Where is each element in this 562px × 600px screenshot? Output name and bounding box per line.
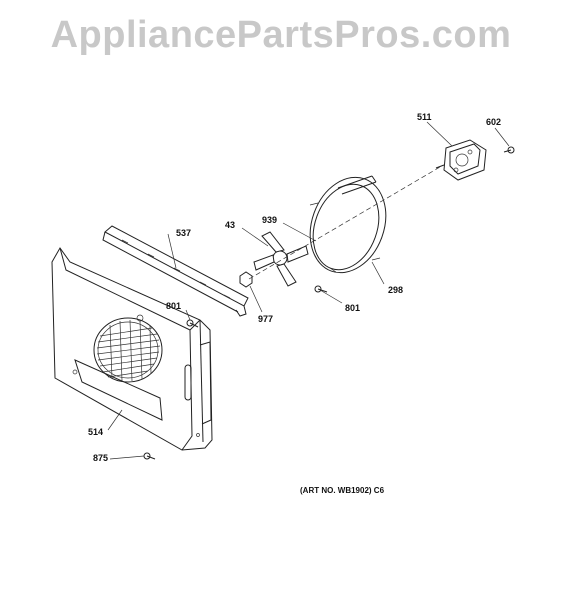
art-number: (ART NO. WB1902) C6: [300, 486, 385, 495]
label-537: 537: [176, 228, 192, 238]
label-602: 602: [486, 117, 502, 127]
label-801-right: 801: [345, 303, 361, 313]
assembly-axis-line: [248, 166, 441, 280]
screw-875: [143, 452, 156, 460]
fan-blade: [253, 231, 309, 287]
leader-lines: [107, 121, 510, 460]
label-939: 939: [262, 215, 278, 225]
watermark-logo: AppliancePartsPros.com: [50, 14, 512, 56]
label-801-left: 801: [166, 301, 182, 311]
screw-801-right: [314, 285, 328, 293]
label-511: 511: [417, 112, 432, 122]
label-298: 298: [388, 285, 404, 295]
label-875: 875: [93, 453, 109, 463]
rear-cover-panel: [51, 247, 213, 451]
convection-fan-motor: [435, 139, 487, 181]
label-977: 977: [258, 314, 274, 324]
screw-602: [503, 146, 515, 154]
label-43: 43: [225, 220, 236, 230]
label-514: 514: [88, 427, 104, 437]
hex-nut: [239, 271, 253, 288]
convection-heating-element: [309, 175, 387, 274]
mounting-bracket: [102, 225, 249, 317]
